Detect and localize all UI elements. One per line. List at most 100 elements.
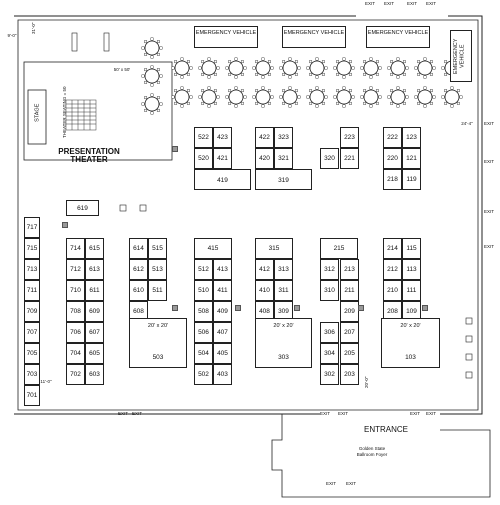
round-table	[144, 96, 160, 112]
chair	[348, 89, 352, 93]
chair	[342, 104, 346, 108]
chair	[336, 72, 340, 76]
chair	[228, 101, 232, 105]
round-table	[390, 60, 406, 76]
chair	[402, 72, 406, 76]
booth-large: 319	[255, 169, 312, 190]
exit-label: EXIT	[320, 411, 331, 416]
chair	[156, 40, 160, 44]
round-table	[309, 89, 325, 105]
chair	[144, 108, 148, 112]
chair	[336, 89, 340, 93]
booth: 218	[383, 169, 402, 190]
chair	[294, 72, 298, 76]
booth: 420	[255, 148, 274, 169]
chair	[360, 95, 364, 99]
chair	[150, 65, 154, 69]
chair	[267, 60, 271, 64]
round-table	[255, 60, 271, 76]
stage-label: STAGE	[34, 103, 41, 122]
chair	[444, 72, 448, 76]
theater-seating-label: THEATER SEATING = 50	[61, 86, 67, 138]
chair	[288, 86, 292, 90]
round-table	[336, 60, 352, 76]
chair	[348, 60, 352, 64]
round-table	[336, 89, 352, 105]
cafe-table	[139, 204, 147, 212]
chair	[150, 55, 154, 59]
emergency-vehicle: EMERGENCY VEHICLE	[450, 30, 472, 82]
exit-label: EXIT	[484, 244, 495, 249]
chair	[267, 72, 271, 76]
booth: 502	[194, 364, 213, 385]
booth: 205	[340, 343, 359, 364]
chair	[441, 95, 445, 99]
booth-dim: 20' x 20'	[147, 323, 169, 329]
booth: 210	[383, 280, 402, 301]
chair	[315, 57, 319, 61]
booth-number: 303	[278, 354, 289, 361]
chair	[423, 86, 427, 90]
chair	[150, 93, 154, 97]
marker	[358, 305, 364, 311]
booth-large: 20' x 20'503	[129, 318, 187, 368]
chair	[429, 60, 433, 64]
chair	[171, 66, 175, 70]
booth-number: 319	[278, 177, 289, 184]
booth: 607	[85, 322, 104, 343]
chair	[417, 101, 421, 105]
chair	[207, 75, 211, 79]
booth: 320	[320, 148, 339, 169]
chair	[216, 66, 220, 70]
chair	[294, 89, 298, 93]
chair	[414, 66, 418, 70]
chair	[261, 75, 265, 79]
chair	[141, 102, 145, 106]
round-table	[309, 60, 325, 76]
round-table	[444, 89, 460, 105]
chair	[309, 60, 313, 64]
chair	[309, 72, 313, 76]
chair	[180, 75, 184, 79]
booth: 513	[148, 259, 167, 280]
round-table	[390, 89, 406, 105]
booth: 512	[194, 259, 213, 280]
theater-title-line1: PRESENTATION	[58, 147, 120, 156]
chair	[198, 66, 202, 70]
booth: 109	[402, 301, 421, 322]
booth: 511	[148, 280, 167, 301]
chair	[198, 95, 202, 99]
chair	[141, 74, 145, 78]
chair	[387, 95, 391, 99]
booth: 121	[402, 148, 421, 169]
chair	[144, 96, 148, 100]
booth: 203	[340, 364, 359, 385]
booth: 302	[320, 364, 339, 385]
foyer-line1: Golden State	[358, 446, 386, 451]
chair	[234, 86, 238, 90]
chair	[423, 104, 427, 108]
chair	[369, 86, 373, 90]
chair	[207, 57, 211, 61]
chair	[255, 60, 259, 64]
chair	[288, 57, 292, 61]
booth: 405	[213, 343, 232, 364]
chair	[342, 57, 346, 61]
chair	[159, 46, 163, 50]
booth: 707	[24, 322, 40, 343]
booth-number: 103	[405, 354, 416, 361]
chair	[144, 40, 148, 44]
exit-label: EXIT	[338, 411, 349, 416]
chair	[324, 95, 328, 99]
chair	[156, 68, 160, 72]
chair	[423, 57, 427, 61]
exit-label: EXIT	[426, 411, 437, 416]
chair	[174, 60, 178, 64]
chair	[186, 101, 190, 105]
marker	[172, 146, 178, 152]
chair	[201, 72, 205, 76]
theater-seating	[65, 99, 97, 131]
booth: 702	[66, 364, 85, 385]
chair	[363, 101, 367, 105]
entrance-label: ENTRANCE	[363, 425, 408, 434]
